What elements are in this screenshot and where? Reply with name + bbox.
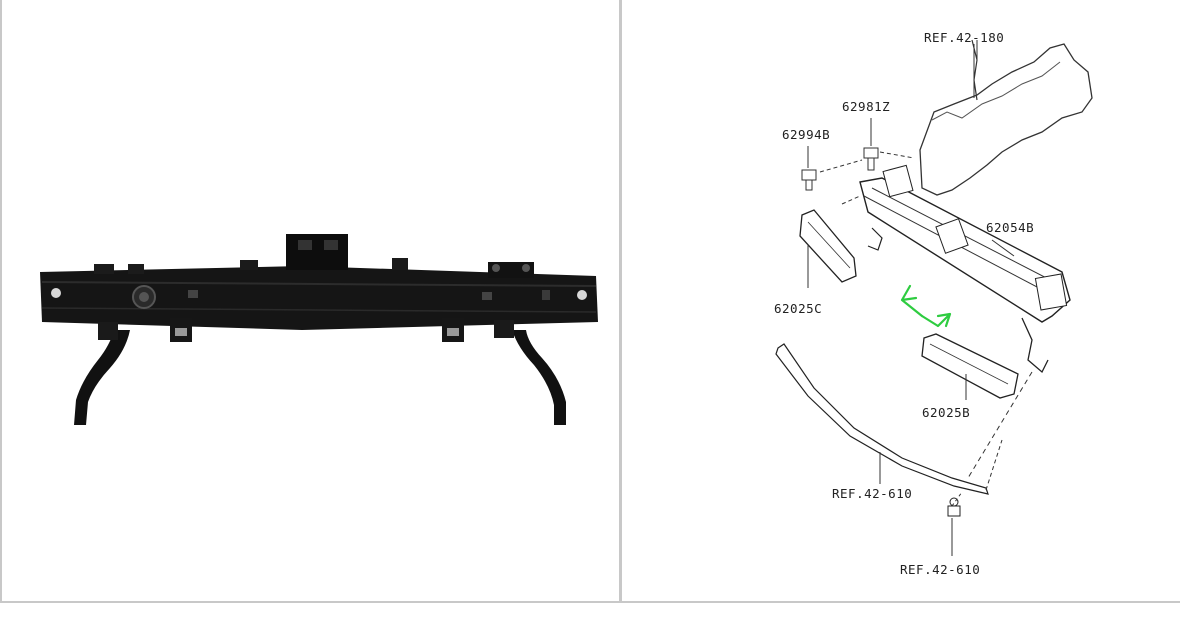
bolt-62981z-icon xyxy=(863,147,879,171)
bolt-62994b-icon xyxy=(801,169,817,191)
right-mount-leg xyxy=(512,330,566,425)
parts-diagram-panel: REF.42-180 62981Z 62994B 62054B 62025C 6… xyxy=(620,0,1180,602)
label-62025c: 62025C xyxy=(774,301,822,316)
center-bracket xyxy=(286,234,348,270)
bottom-divider xyxy=(0,601,1180,617)
label-62054b: 62054B xyxy=(986,220,1034,235)
left-mount-leg xyxy=(74,330,130,425)
mount-hole xyxy=(51,288,61,298)
label-62994b: 62994B xyxy=(782,127,830,142)
product-photo xyxy=(40,234,598,425)
reinforcement-beam xyxy=(859,177,1071,323)
label-ref-42-610-mid: REF.42-610 xyxy=(832,486,912,501)
absorber-62025b xyxy=(921,333,1019,399)
label-62981z: 62981Z xyxy=(842,99,890,114)
trim-strip xyxy=(775,343,989,495)
product-photo-panel xyxy=(0,0,620,602)
label-ref-42-180: REF.42-180 xyxy=(924,30,1004,45)
mount-hole xyxy=(577,290,587,300)
highlight-arrow-icon xyxy=(900,284,952,328)
upper-assembly-outline xyxy=(919,43,1093,196)
label-ref-42-610-bottom: REF.42-610 xyxy=(900,562,980,577)
clip-icon xyxy=(947,497,961,517)
parts-diagram: REF.42-180 62981Z 62994B 62054B 62025C 6… xyxy=(774,30,1093,577)
label-62025b: 62025B xyxy=(922,405,970,420)
